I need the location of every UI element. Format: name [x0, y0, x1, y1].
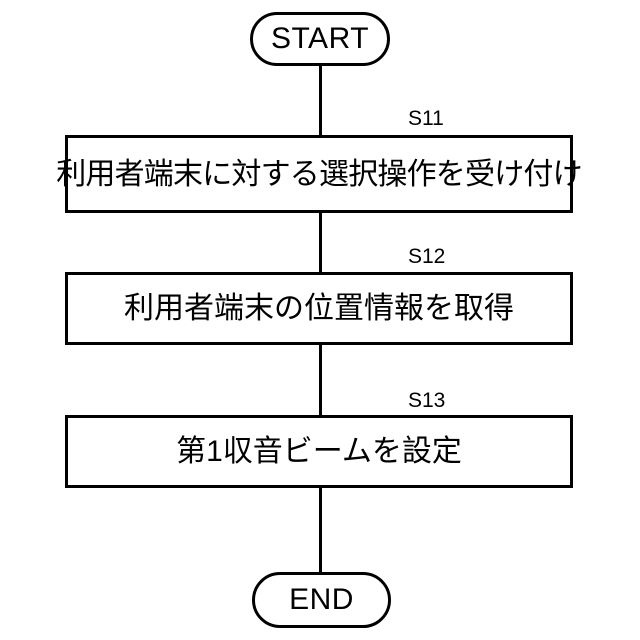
process-box-s11-label: 利用者端末に対する選択操作を受け付け [56, 157, 582, 191]
process-box-s13: 第1収音ビームを設定 [65, 415, 573, 488]
end-terminator: END [252, 572, 391, 628]
process-box-s12: 利用者端末の位置情報を取得 [65, 272, 573, 345]
connector-start-to-s11 [319, 64, 322, 137]
connector-s13-to-end [319, 486, 322, 574]
start-terminator-label: START [270, 22, 370, 55]
end-terminator-label: END [289, 583, 354, 616]
connector-s11-to-s12 [319, 211, 322, 274]
step-label-s13: S13 [408, 389, 446, 412]
start-terminator: START [250, 12, 390, 66]
connector-s12-to-s13 [319, 343, 322, 417]
process-box-s12-label: 利用者端末の位置情報を取得 [124, 292, 514, 325]
step-label-s12: S12 [408, 245, 446, 268]
step-label-s11: S11 [408, 107, 444, 130]
process-box-s13-label: 第1収音ビームを設定 [176, 435, 462, 468]
process-box-s11: 利用者端末に対する選択操作を受け付け [56, 135, 583, 213]
